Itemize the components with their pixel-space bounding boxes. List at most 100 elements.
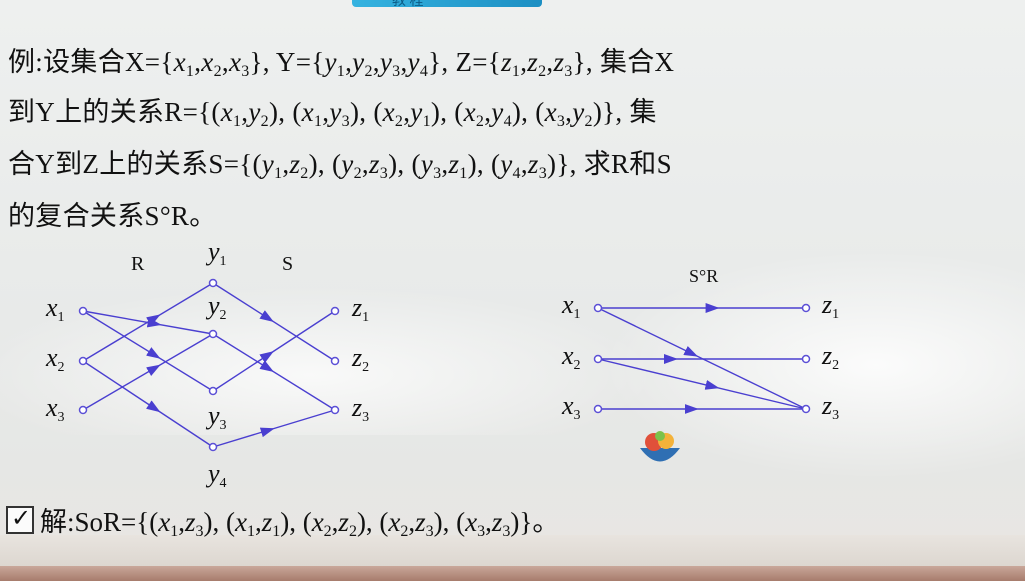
label-y4-subscript: 4	[220, 476, 227, 491]
text-fragment: 的复合关系S°R。	[8, 201, 217, 231]
variable: y	[341, 149, 354, 179]
subscript: 2	[213, 63, 222, 80]
text-fragment: }, Z={	[428, 47, 502, 77]
label-rz3: z3	[821, 391, 839, 423]
subscript: 3	[341, 113, 350, 130]
variable: y	[410, 97, 423, 127]
problem-line-4: 的复合关系S°R。	[8, 194, 217, 233]
text-fragment: ,	[331, 507, 339, 537]
label-y1: y1	[205, 237, 227, 269]
label-z3-subscript: 3	[362, 410, 369, 425]
node-y4	[208, 442, 218, 452]
background-bottom-bar	[0, 566, 1025, 581]
node-y1	[208, 278, 218, 288]
subscript: 2	[348, 523, 357, 540]
subscript: 2	[300, 165, 309, 182]
variable: y	[572, 97, 585, 127]
edge-R-x2-y4	[82, 360, 214, 448]
text-fragment: ), (	[349, 97, 383, 127]
label-y1-subscript: 1	[220, 254, 227, 269]
node-y3	[208, 386, 218, 396]
text-fragment: ,	[520, 149, 528, 179]
edge-S-y1-z2	[212, 282, 336, 362]
variable: z	[527, 47, 539, 77]
text-fragment: ), (	[268, 97, 302, 127]
variable: y	[500, 149, 513, 179]
subscript: 4	[512, 165, 521, 182]
label-z1-subscript: 1	[362, 310, 369, 325]
check-icon[interactable]	[6, 504, 34, 534]
label-y2: y2	[205, 291, 227, 323]
text-fragment: )}, 集	[592, 97, 657, 127]
subscript: 1	[272, 523, 281, 540]
problem-line-3: 合Y到Z上的关系S={(y1,z2), (y2,z3), (y3,z1), (y…	[8, 142, 672, 183]
label-y4: y4	[205, 459, 227, 491]
subscript: 2	[260, 113, 269, 130]
label-rx1: x1	[561, 290, 581, 322]
node-y2	[208, 329, 218, 339]
variable: x	[158, 507, 171, 537]
solution-text: 解:SoR={(x1,z3), (x1,z1), (x2,z2), (x2,z3…	[40, 507, 560, 540]
text-fragment: ,	[241, 97, 249, 127]
variable: y	[352, 47, 365, 77]
text-fragment: ,	[546, 47, 554, 77]
variable: y	[407, 47, 420, 77]
text-fragment: ,	[400, 47, 408, 77]
subscript: 1	[170, 523, 179, 540]
label-x1: x1	[45, 293, 65, 325]
variable: x	[311, 507, 324, 537]
subscript: 1	[422, 113, 431, 130]
variable: z	[491, 507, 503, 537]
text-fragment: ,	[441, 149, 449, 179]
subscript: 1	[246, 523, 255, 540]
text-fragment: ,	[565, 97, 573, 127]
label-rx2-subscript: 2	[574, 358, 581, 373]
subscript: 3	[502, 523, 511, 540]
variable: z	[184, 507, 196, 537]
solution-line: 解:SoR={(x1,z3), (x1,z1), (x2,z2), (x2,z3…	[6, 500, 559, 541]
label-x3: x3	[45, 393, 65, 425]
label-rx1-subscript: 1	[574, 307, 581, 322]
text-fragment: ), (	[203, 507, 235, 537]
text-fragment: ,	[485, 507, 492, 537]
variable: z	[448, 149, 460, 179]
variable: z	[415, 507, 426, 537]
variable: x	[220, 97, 233, 127]
variable: z	[501, 47, 512, 77]
subscript: 3	[477, 523, 486, 540]
text-fragment: ), (	[467, 149, 501, 179]
subscript: 1	[336, 63, 346, 80]
text-fragment: ,	[408, 507, 416, 537]
node-x3	[78, 405, 88, 415]
text-fragment: }, 集合X	[572, 47, 675, 77]
label-rz3-subscript: 3	[832, 408, 839, 423]
label-y3-subscript: 3	[220, 418, 227, 433]
node-rx3	[593, 404, 603, 414]
variable: x	[544, 97, 557, 127]
node-z2	[330, 356, 340, 366]
subscript: 1	[232, 113, 242, 130]
edge-S-y2-z3	[212, 333, 336, 411]
bowl-logo-icon	[640, 431, 680, 462]
variable: x	[228, 47, 242, 77]
subscript: 2	[323, 523, 332, 540]
node-rz2	[801, 354, 811, 364]
label-rz2-subscript: 2	[832, 358, 839, 373]
text-fragment: ,	[484, 97, 492, 127]
variable: z	[289, 149, 301, 179]
node-rx1	[593, 303, 603, 313]
subscript: 3	[379, 165, 389, 182]
variable: x	[301, 97, 314, 127]
label-z3: z3	[351, 393, 369, 425]
text-fragment: 合Y到Z上的关系S={(	[8, 149, 262, 179]
header-tab: 教 程	[352, 0, 542, 9]
variable: z	[338, 507, 349, 537]
subscript: 2	[364, 63, 373, 80]
variable: y	[379, 47, 393, 77]
subscript: 3	[425, 523, 434, 540]
fruit-green	[655, 431, 665, 441]
subscript: 1	[313, 113, 323, 130]
text-fragment: )}。	[510, 507, 560, 537]
